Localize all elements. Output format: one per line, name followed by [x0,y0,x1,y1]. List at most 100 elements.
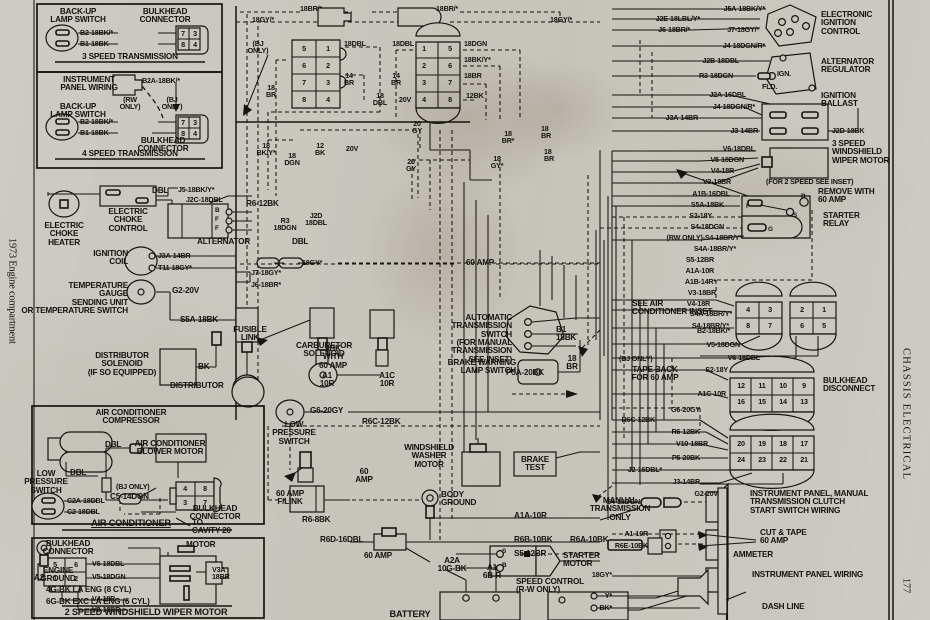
right-conn-pin-5: 5 [448,44,452,53]
wire-r6c-12bk-right: R6C-12BK [621,415,655,424]
wire-r3-18dgn-left: R3 18DGN [273,216,297,233]
bd-pin-1: 1 [822,305,826,314]
wire-18bky-right-conn: 18BK/Y* [464,55,491,64]
pin-3-4spd: 3 [193,118,197,127]
wire-j4-18dgnr-upper: J4-18DGN/R* [722,41,765,50]
bd-pin-2: 2 [800,305,804,314]
bd-pin-9: 9 [802,381,806,390]
remove-with-60amp-note: REMOVE WITH 60 AMP [818,187,875,205]
label-60-amp-center: 60 AMP [466,258,495,267]
distributor-label: DISTRIBUTOR [170,381,224,390]
bd-pin-22: 22 [779,455,787,464]
three-speed-wiper-motor-label: 3 SPEED WINDSHIELD WIPER MOTOR [832,139,890,165]
wire-t11-18gy: T11-18GY* [158,263,192,272]
right-margin-title: CHASSIS ELECTRICAL [900,348,912,481]
backup-lamp-switch-label-3spd: BACK-UP LAMP SWITCH [50,7,106,25]
right-conn-pin-7: 7 [448,78,452,87]
left-margin-note: 1973 Engine compartment [6,238,18,344]
wire-r6c-12bk-center: R6C-12BK [362,417,401,426]
wire-s4a-18bry-upper: S4A-18BR/Y* [693,244,736,253]
wire-g6-20gy-right: G6-20GY [671,405,700,414]
four-speed-transmission-title: 4 SPEED TRANSMISSION [82,149,178,158]
ac-to-cavity-note: TO CAVITY 20 [192,518,231,536]
wire-j7-18gy: J7-18GY/* [727,25,759,34]
wire-b2-18bk-right: B2-18BK/* [697,326,730,335]
bd-pin-21: 21 [800,455,808,464]
label-60-amp-left: 60 AMP [355,467,373,485]
wire-j3-14br-lower: J3-14BR [672,477,701,486]
label-b1-18bk: B1 18BK [556,325,577,343]
wire-18gy-far-right: 18 BR [544,147,554,164]
wire-v5-18dgn-wiper: V5-18DGN [710,155,744,164]
ac-compressor-label: AIR CONDITIONER COMPRESSOR [95,408,167,426]
left-conn-pin-8: 8 [302,95,306,104]
wiper-bulkhead-connector-label: BULKHEAD CONNECTOR [42,539,94,557]
ground-strap-8cyl-label: 4G-BK LA ENG (8 CYL) [46,585,132,594]
wire-18gy-star-lower: 18GY* [591,570,612,579]
cut-and-tape-60amp-note: CUT & TAPE 60 AMP [760,528,807,546]
right-conn-pin-3: 3 [422,78,426,87]
ammeter-label: AMMETER [733,550,773,559]
distributor-solenoid-label: DISTRIBUTOR SOLENOID (IF SO EQUIPPED) [87,351,157,377]
wire-s2-18y-right: S2-18Y [705,365,728,374]
starter-relay-label: STARTER RELAY [823,211,860,229]
wire-r6e-10bk: R6E-10BK [614,541,648,550]
wire-c2-18dbl: C2-18DBL [67,507,100,516]
alternator-regulator-label: ALTERNATOR REGULATOR [821,57,875,75]
wire-18bky-center: 18 BK/Y* [256,141,276,158]
pin-4-3spd: 4 [193,40,197,49]
alternator-label: ALTERNATOR [197,237,251,246]
alternator-term-f2: F [215,225,219,232]
wire-a1a-10r-center: A1A-10R [514,511,547,520]
wire-s2-18y-upper: S2-18Y [689,211,712,220]
wire-r6b-10bk: R6B-10BK [514,535,553,544]
wire-18dbl-right-conn: 18DBL [392,39,414,48]
wire-g6-20gy-center: G6-20GY [310,406,344,415]
ignition-coil-label: IGNITION COIL [93,249,128,267]
wire-j2a-16dbl: J2A-16DBL [709,90,746,99]
brake-test-label: BRAKE TEST [520,455,550,473]
label-60-amp-inline: 60 AMP [363,551,393,560]
wire-18br-left-conn: 18 BR [266,83,276,100]
wire-bk-distributor: BK [198,362,210,371]
two-speed-wiper-box-title: 2 SPEED WINDSHIELD WIPER MOTOR [64,607,228,617]
electric-choke-heater-label: ELECTRIC CHOKE HEATER [44,221,84,247]
wire-p5a-20bk: P5A-20BK [506,368,544,377]
right-conn-pin-4: 4 [422,95,426,104]
wire-s5-12br: S5-12BR [514,549,547,558]
wire-g2-20v-left: G2-20V [172,286,200,295]
wire-j7-18gy-left: J7-18GY* [251,268,281,277]
battery-label: BATTERY [389,609,431,619]
wire-18dgn-center: 18 DGN [284,151,300,168]
wire-18br-right-conn: 18BR [464,71,482,80]
instrument-panel-manual-trans-label: INSTRUMENT PANEL, MANUAL TRANSMISSION CL… [750,489,869,515]
left-conn-pin-1: 1 [326,44,330,53]
label-a2: A2 [34,573,45,582]
wire-y-star: Y* [604,591,612,600]
temperature-gauge-label: TEMPERATURE GAUGE SENDING UNIT OR TEMPER… [21,281,128,316]
wire-s5-12br: S5-12BR [685,255,714,264]
wire-v6-18dbl-wiperbox: V6-18DBL [92,559,125,568]
wire-18dbl-lower-left: 18 DBL [372,91,388,108]
wire-20gy-lower: 20 GY [406,157,416,174]
wire-rw-only-s4-18bry: (RW ONLY)-S4-18BR/Y* [666,233,743,242]
wire-j2d-18dbl: J2D 18DBL [305,211,327,228]
wire-j5a-18bky: J5A-18BK/Y* [723,4,766,13]
wire-14br-left-conn: 14 BR [344,71,354,88]
automatic-transmission-switch-label: AUTOMATIC TRANSMISSION SWITCH (FOR MANUA… [451,313,513,364]
wire-s4a-18bry-lower: S4A-18BR/Y* [689,309,732,318]
label-18br-trans: 18 BR [566,354,578,372]
ground-strap-6cyl-label: 6G-BK EXC LA ENG (6 CYL) [46,597,150,606]
left-conn-pin-3: 3 [326,78,330,87]
starter-relay-term-s: S [793,212,798,219]
wire-s4-18dgn-upper: S4-18DGN [690,222,724,231]
bd-pin-14: 14 [779,397,787,406]
wire-c2a-18dbl: C2A-18DBL [67,496,105,505]
wire-j3a-14br-left: J3A-14BR [158,251,191,260]
see-air-conditioner-inset-note: SEE AIR CONDITIONER INSET [632,299,713,317]
label-8bk-with-60amp: 8BK WITH 60 AMP [318,344,348,370]
fld-terminal-label: FLD. [762,82,778,91]
manual-transmission-only-label: MANUAL TRANSMISSION ONLY [589,496,651,522]
bd-pin-12: 12 [737,381,745,390]
